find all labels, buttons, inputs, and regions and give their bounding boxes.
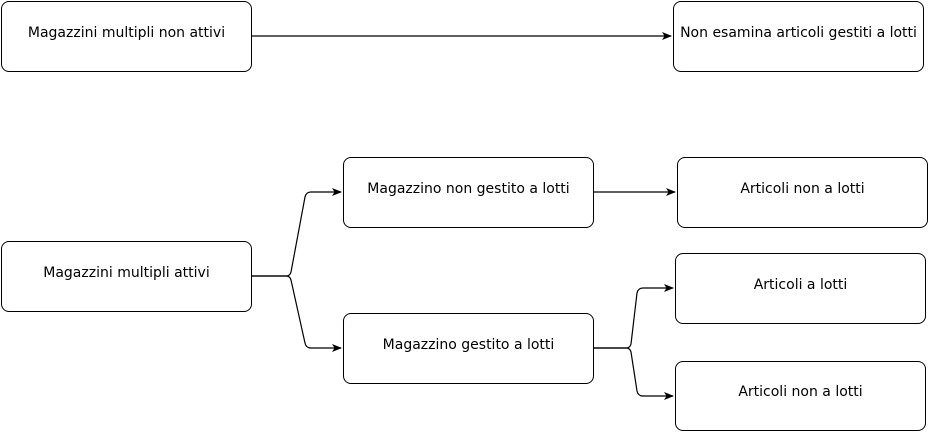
node-label: Magazzini multipli non attivi — [27, 24, 226, 41]
node-label: Articoli non a lotti — [738, 384, 863, 401]
node-label: Articoli non a lotti — [740, 180, 865, 197]
node-label: Magazzino non gestito a lotti — [367, 180, 570, 197]
edge-multipli-attivi-to-non-gestito — [252, 188, 342, 277]
edge-gestito-to-articoli-non-lotti-2 — [594, 347, 674, 400]
node-articoli-non-a-lotti-2[interactable]: Articoli non a lotti — [675, 361, 926, 431]
node-magazzino-gestito-lotti[interactable]: Magazzino gestito a lotti — [343, 313, 594, 384]
node-label: Magazzino gestito a lotti — [382, 336, 555, 353]
node-magazzini-multipli-attivi[interactable]: Magazzini multipli attivi — [1, 241, 252, 312]
node-non-esamina-articoli-lotti[interactable]: Non esamina articoli gestiti a lotti — [673, 1, 924, 72]
node-magazzini-multipli-non-attivi[interactable]: Magazzini multipli non attivi — [1, 1, 252, 72]
node-magazzino-non-gestito-lotti[interactable]: Magazzino non gestito a lotti — [343, 157, 594, 228]
edge-multipli-attivi-to-gestito — [252, 275, 342, 352]
node-articoli-a-lotti[interactable]: Articoli a lotti — [675, 253, 926, 324]
node-articoli-non-a-lotti-1[interactable]: Articoli non a lotti — [677, 157, 928, 228]
node-label: Magazzini multipli attivi — [43, 264, 210, 281]
node-label: Non esamina articoli gestiti a lotti — [680, 24, 917, 41]
edge-gestito-to-articoli-lotti — [594, 284, 674, 349]
node-label: Articoli a lotti — [753, 276, 848, 293]
